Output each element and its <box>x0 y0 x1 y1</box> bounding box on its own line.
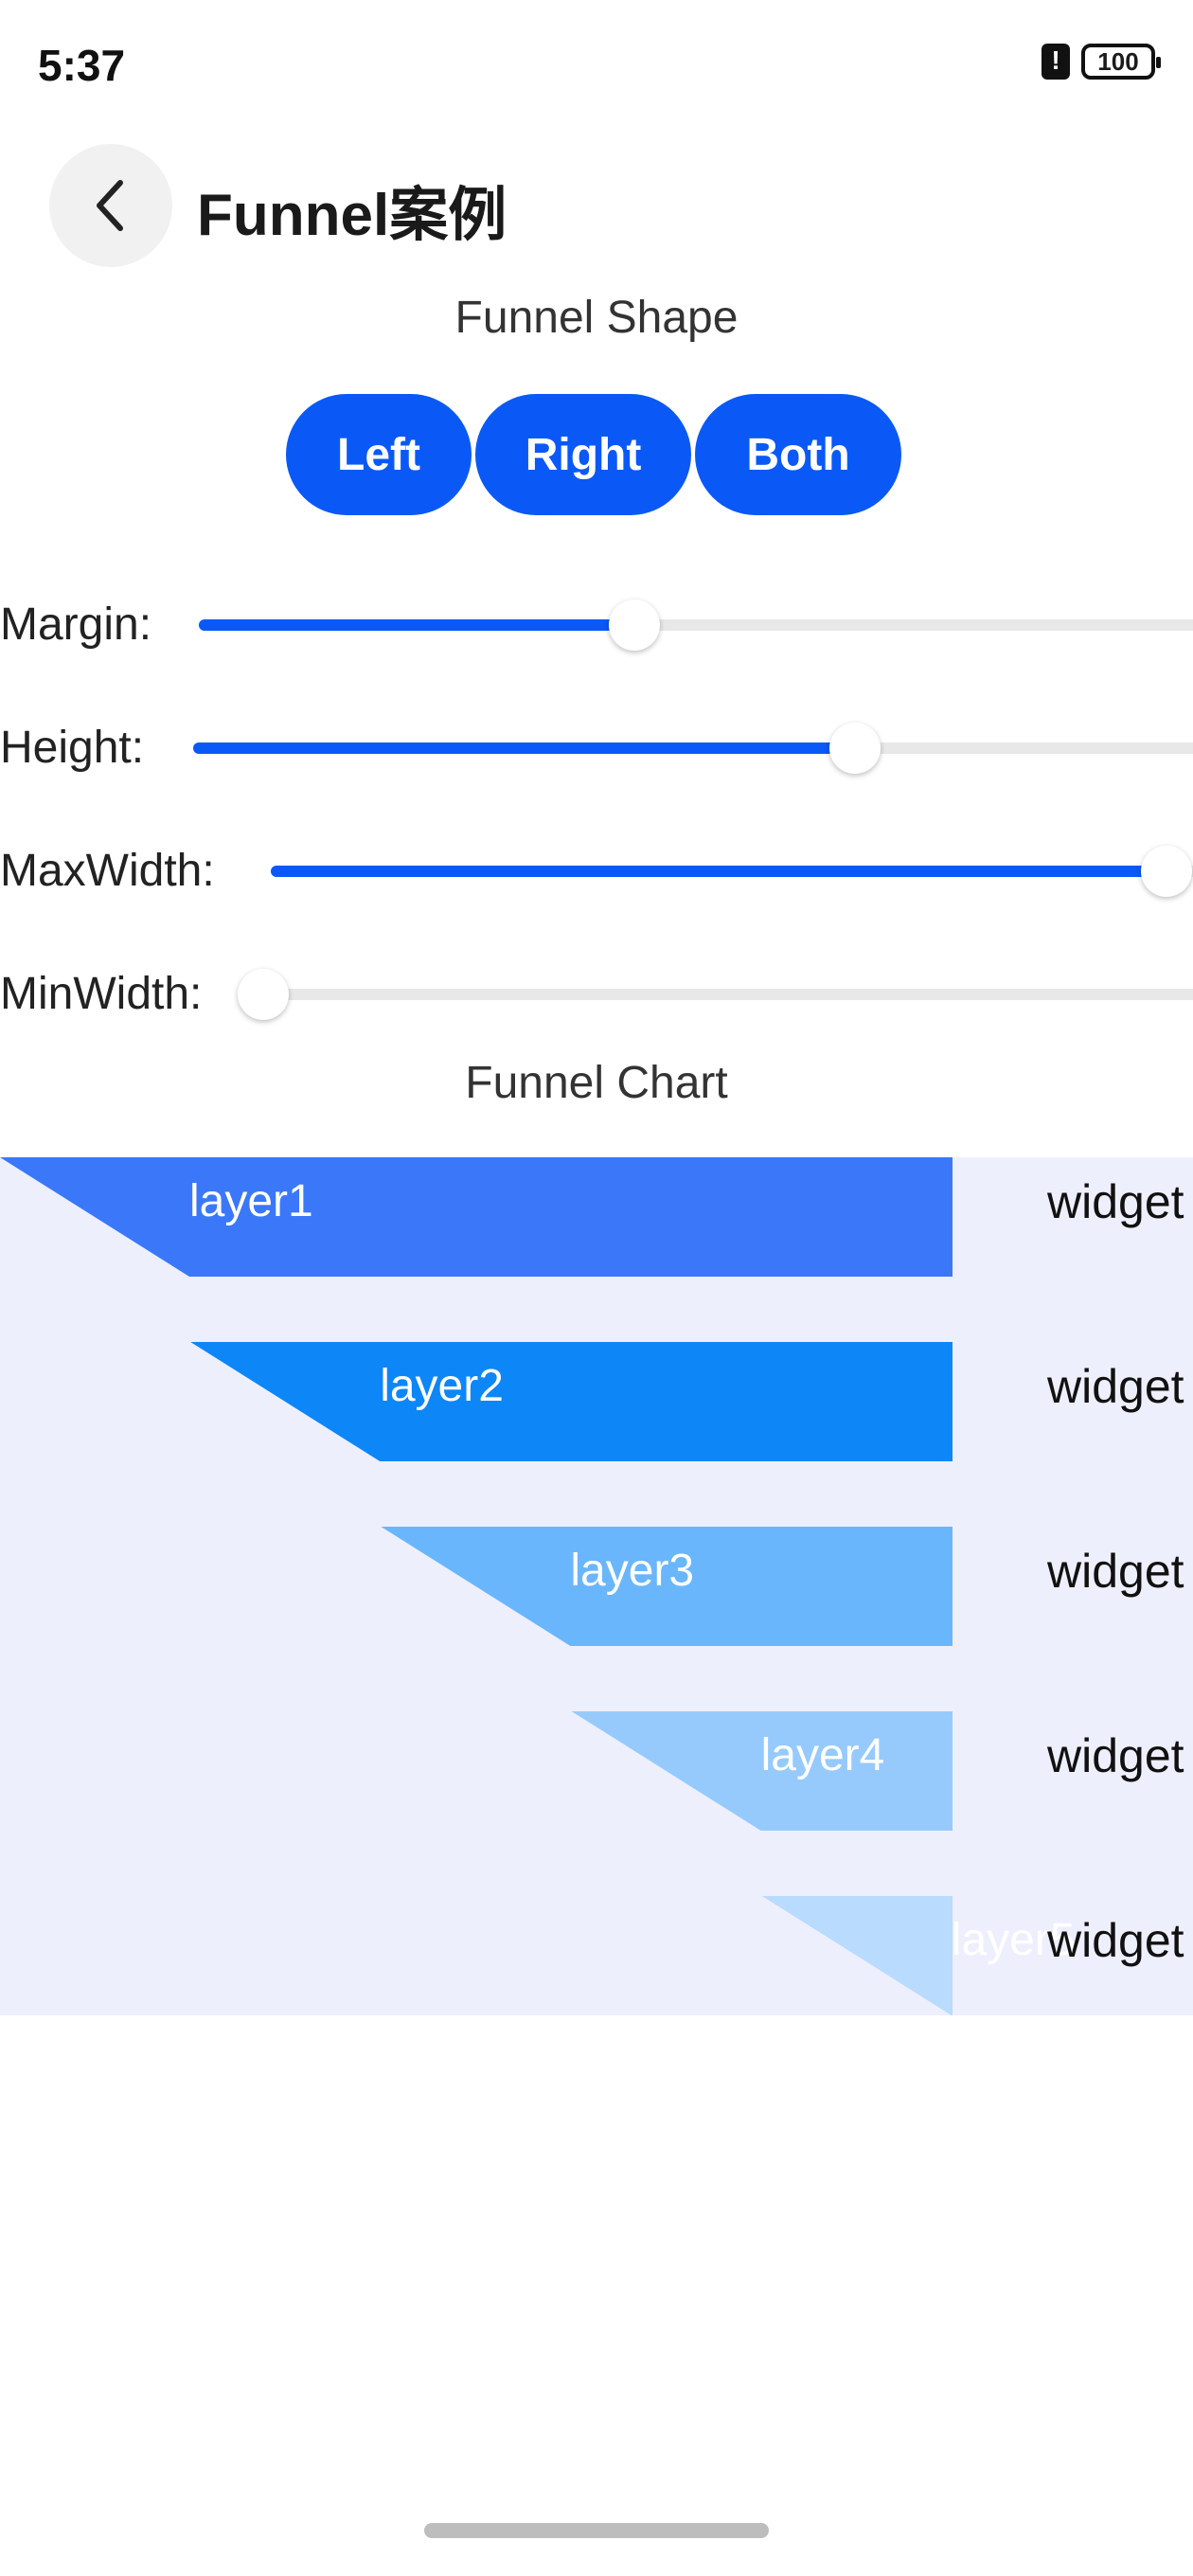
margin-label: Margin: <box>0 599 152 650</box>
back-button[interactable] <box>49 144 172 267</box>
status-bar: 5:37 100 <box>0 0 1193 133</box>
funnel-layer-4 <box>571 1711 953 1831</box>
height-slider-row: Height: <box>0 710 1193 786</box>
funnel-layer-label-1: layer1 <box>189 1176 313 1226</box>
margin-slider-row: Margin: <box>0 587 1193 663</box>
maxwidth-slider-row: MaxWidth: <box>0 833 1193 909</box>
funnel-layer-3 <box>381 1527 953 1646</box>
height-slider[interactable] <box>193 723 1193 774</box>
shape-button-group: Left Right Both <box>286 394 901 515</box>
chevron-left-icon <box>97 180 123 231</box>
minwidth-slider-row: MinWidth: <box>0 957 1193 1032</box>
funnel-layer-label-4: layer4 <box>761 1730 885 1780</box>
height-slider-thumb[interactable] <box>829 723 881 774</box>
left-button[interactable]: Left <box>286 394 472 515</box>
maxwidth-slider-thumb[interactable] <box>1141 846 1192 897</box>
maxwidth-slider[interactable] <box>271 846 1193 897</box>
page-title: Funnel案例 <box>197 183 507 248</box>
home-indicator[interactable] <box>424 2523 769 2538</box>
status-icons: 100 <box>1042 44 1161 80</box>
height-slider-fill <box>193 742 856 754</box>
right-button[interactable]: Right <box>475 394 691 515</box>
widget-label-1: widget <box>1046 1175 1184 1228</box>
maxwidth-slider-fill <box>271 866 1166 877</box>
margin-slider[interactable] <box>199 599 1193 651</box>
funnel-layer-label-3: layer3 <box>570 1546 694 1596</box>
minwidth-slider[interactable] <box>238 969 1193 1020</box>
funnel-layer-5 <box>761 1896 953 2015</box>
maxwidth-label: MaxWidth: <box>0 846 215 896</box>
funnel-chart-title: Funnel Chart <box>465 1058 728 1108</box>
funnel-shape-label: Funnel Shape <box>454 293 739 343</box>
widget-label-4: widget <box>1046 1729 1184 1782</box>
widget-label-2: widget <box>1046 1360 1184 1413</box>
minwidth-slider-thumb[interactable] <box>238 969 289 1020</box>
sim-alert-icon <box>1042 44 1070 80</box>
funnel-layer-2 <box>190 1342 953 1461</box>
widget-label-5: widget <box>1046 1914 1184 1967</box>
battery-icon: 100 <box>1081 44 1161 80</box>
widget-label-3: widget <box>1046 1545 1184 1598</box>
margin-slider-fill <box>199 619 634 631</box>
margin-slider-thumb[interactable] <box>608 599 660 651</box>
funnel-layer-label-5: layer5 <box>952 1915 1076 1965</box>
both-button[interactable]: Both <box>695 394 901 515</box>
funnel-layer-label-2: layer2 <box>380 1361 504 1411</box>
funnel-layer-1 <box>0 1157 953 1277</box>
height-label: Height: <box>0 723 145 773</box>
minwidth-label: MinWidth: <box>0 969 203 1019</box>
status-time: 5:37 <box>38 41 126 90</box>
